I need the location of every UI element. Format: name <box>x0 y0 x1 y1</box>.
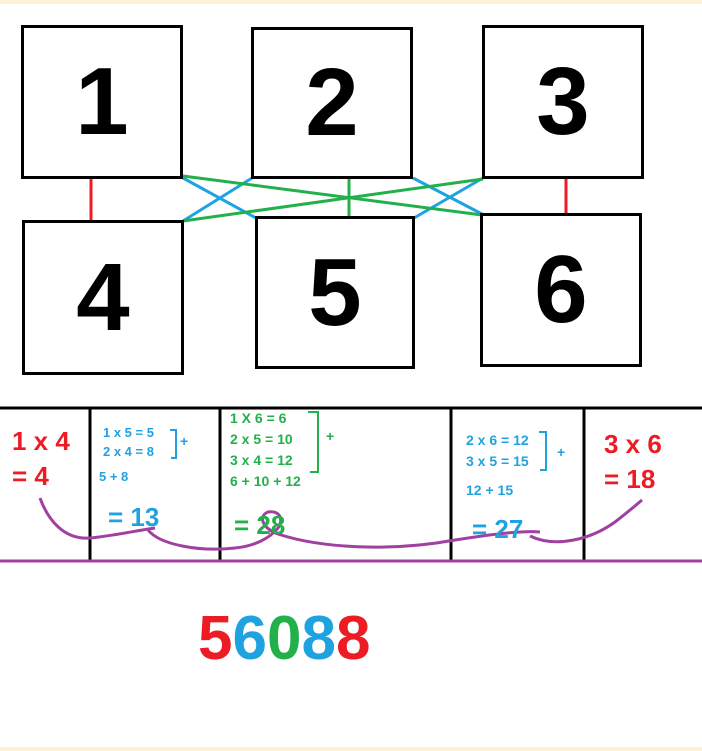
box-5-number: 5 <box>308 238 362 346</box>
bracket-fourth <box>539 431 547 471</box>
carry-curve-3 <box>529 498 643 544</box>
box-4-number: 4 <box>76 243 130 351</box>
box-1: 1 <box>21 25 183 179</box>
box-2: 2 <box>251 27 413 179</box>
bracket-second <box>170 429 177 459</box>
step-4: 2 x 6 = 12 3 x 5 = 15 12 + 15 <box>466 430 529 501</box>
step-2-line-2: 2 x 4 = 8 <box>103 443 154 459</box>
answer-digit-4: 8 <box>301 604 336 673</box>
step-5-product: 3 x 6 <box>604 429 662 459</box>
step-4-line-2: 3 x 5 = 15 <box>466 453 529 469</box>
answer-digit-1: 5 <box>198 604 233 673</box>
answer-digit-2: 6 <box>232 604 267 673</box>
step-3: 1 X 6 = 6 2 x 5 = 10 3 x 4 = 12 6 + 10 +… <box>230 408 301 492</box>
answer-digit-3: 0 <box>266 604 302 673</box>
box-4: 4 <box>22 220 184 375</box>
box-6: 6 <box>480 213 642 367</box>
box-3: 3 <box>482 25 644 179</box>
link-3-5 <box>413 176 484 220</box>
step-3-line-3: 3 x 4 = 12 <box>230 452 293 468</box>
link-2-4 <box>182 176 253 223</box>
step-4-plus: + <box>557 444 566 460</box>
box-3-number: 3 <box>536 48 590 155</box>
step-4-line-1: 2 x 6 = 12 <box>466 432 529 448</box>
step-2-plus: + <box>180 433 189 449</box>
top-border <box>0 0 702 4</box>
bracket-third <box>308 411 319 473</box>
step-2-line-1: 1 x 5 = 5 <box>103 425 154 440</box>
bottom-border <box>0 747 702 751</box>
link-2-6 <box>412 176 483 216</box>
step-1: 1 x 4 = 4 <box>12 424 70 494</box>
final-answer: 56088 <box>198 608 370 670</box>
step-3-result: = 28 <box>234 510 286 540</box>
link-3-4 <box>182 177 484 223</box>
carry-curve-1 <box>38 497 156 540</box>
link-1-6 <box>182 174 483 217</box>
step-3-plus: + <box>326 428 335 444</box>
step-4-result: = 27 <box>472 514 524 544</box>
step-5-result: = 18 <box>604 464 656 495</box>
step-3-line-4: 6 + 10 + 12 <box>230 473 301 489</box>
box-1-number: 1 <box>75 48 129 155</box>
step-1-product: 1 x 4 <box>12 426 70 456</box>
step-3-line-1: 1 X 6 = 6 <box>230 410 287 426</box>
step-3-line-2: 2 x 5 = 10 <box>230 431 293 447</box>
step-2-sum: 5 + 8 <box>99 468 129 484</box>
step-5: 3 x 6 = 18 <box>604 427 662 497</box>
step-4-sum: 12 + 15 <box>466 482 514 498</box>
answer-digit-5: 8 <box>335 604 371 673</box>
step-2: 1 x 5 = 5 2 x 4 = 8 5 + 8 <box>99 424 154 487</box>
box-6-number: 6 <box>534 236 588 343</box>
step-1-result: = 4 <box>12 461 49 492</box>
box-2-number: 2 <box>305 49 359 156</box>
step-2-result: = 13 <box>108 502 160 532</box>
carry-curve-2 <box>146 510 541 551</box>
box-5: 5 <box>255 216 415 369</box>
